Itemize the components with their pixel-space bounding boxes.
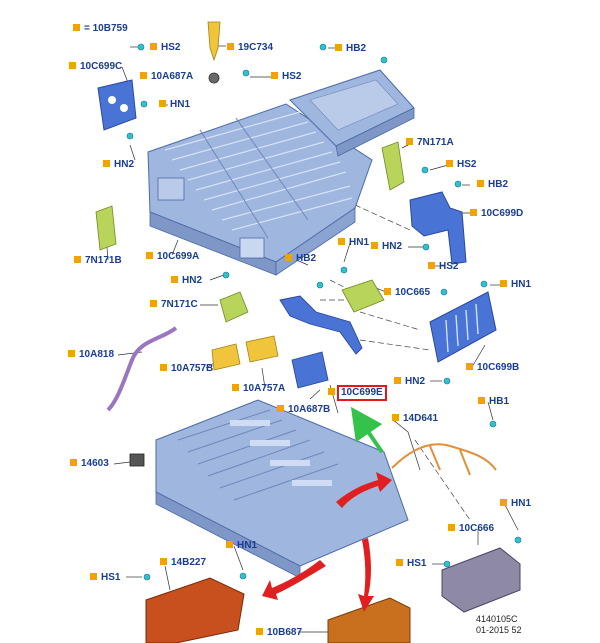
label-hs2-b: HS2 <box>271 71 301 83</box>
part-7n171b <box>95 205 117 251</box>
legend-label: = 10B759 <box>73 23 128 35</box>
label-hs2-c: HS2 <box>446 159 476 171</box>
label-10c699b: 10C699B <box>466 362 519 374</box>
part-10a757b <box>211 343 241 371</box>
part-19c734 <box>207 21 221 62</box>
label-hn2-d: HN2 <box>394 376 425 388</box>
part-10a687b <box>291 351 329 389</box>
label-10a687a: 10A687A <box>140 71 193 83</box>
label-hn1-e: HN1 <box>226 540 257 552</box>
drawing-date: 01-2015 52 <box>476 625 522 635</box>
part-7n171a <box>381 141 405 191</box>
label-hs2-d: HS2 <box>428 261 458 273</box>
part-7n171c <box>219 291 249 323</box>
part-10b687 <box>327 597 411 643</box>
part-14603 <box>129 453 145 467</box>
label-hb2-b: HB2 <box>477 179 508 191</box>
label-10a757b: 10A757B <box>160 363 213 375</box>
label-hn2-a: HN2 <box>103 159 134 171</box>
label-hn1-b: HN1 <box>338 237 369 249</box>
red-arrows <box>262 472 392 612</box>
label-hs1-a: HS1 <box>90 572 120 584</box>
label-10a818: 10A818 <box>68 349 114 361</box>
bracket-10c699e <box>279 295 363 355</box>
fasteners <box>126 43 522 581</box>
label-hb1: HB1 <box>478 396 509 408</box>
label-hs2-a: HS2 <box>150 42 180 54</box>
legend-marker <box>73 24 80 31</box>
label-7n171a: 7N171A <box>406 137 454 149</box>
label-hn2-b: HN2 <box>371 241 402 253</box>
bracket-10c699d <box>409 191 467 265</box>
label-10c699d: 10C699D <box>470 208 523 220</box>
upper-cover-plate <box>289 69 415 157</box>
highlighted-part-number: 10C699E <box>337 385 387 401</box>
label-10a757a: 10A757A <box>232 383 285 395</box>
label-hb2-c: HB2 <box>285 253 316 265</box>
cable-10a818 <box>106 326 178 412</box>
drawing-number: 4140105C <box>476 614 518 624</box>
label-19c734: 19C734 <box>227 42 273 54</box>
label-10b687: 10B687 <box>256 627 302 639</box>
part-14b227 <box>145 577 245 643</box>
label-14b227: 14B227 <box>160 557 206 569</box>
label-10c699e: 10C699E <box>328 385 387 401</box>
label-14d641: 14D641 <box>392 413 438 425</box>
upper-tray <box>147 103 373 276</box>
label-14603: 14603 <box>70 458 109 470</box>
green-arrow <box>350 406 384 454</box>
label-hn2-c: HN2 <box>171 275 202 287</box>
label-7n171b: 7N171B <box>74 255 122 267</box>
label-hn1-c: HN1 <box>500 279 531 291</box>
label-10a687b: 10A687B <box>277 404 330 416</box>
bracket-10c699c <box>97 79 137 131</box>
label-hs1-b: HS1 <box>396 558 426 570</box>
label-10c699a: 10C699A <box>146 251 199 263</box>
label-hn1-d: HN1 <box>500 498 531 510</box>
battery-pack <box>155 399 409 579</box>
label-10c666: 10C666 <box>448 523 494 535</box>
drawing-reference: 4140105C 01-2015 52 <box>476 614 522 636</box>
part-10c665 <box>341 279 385 313</box>
part-10a757a <box>245 335 279 363</box>
label-hn1-a: HN1 <box>159 99 190 111</box>
module-10c666 <box>441 547 521 613</box>
label-10c699c: 10C699C <box>69 61 122 73</box>
bracket-10c699b <box>429 291 497 363</box>
label-7n171c: 7N171C <box>150 299 198 311</box>
label-10c665: 10C665 <box>384 287 430 299</box>
label-hb2-a: HB2 <box>335 43 366 55</box>
harness-14d641 <box>391 443 497 476</box>
